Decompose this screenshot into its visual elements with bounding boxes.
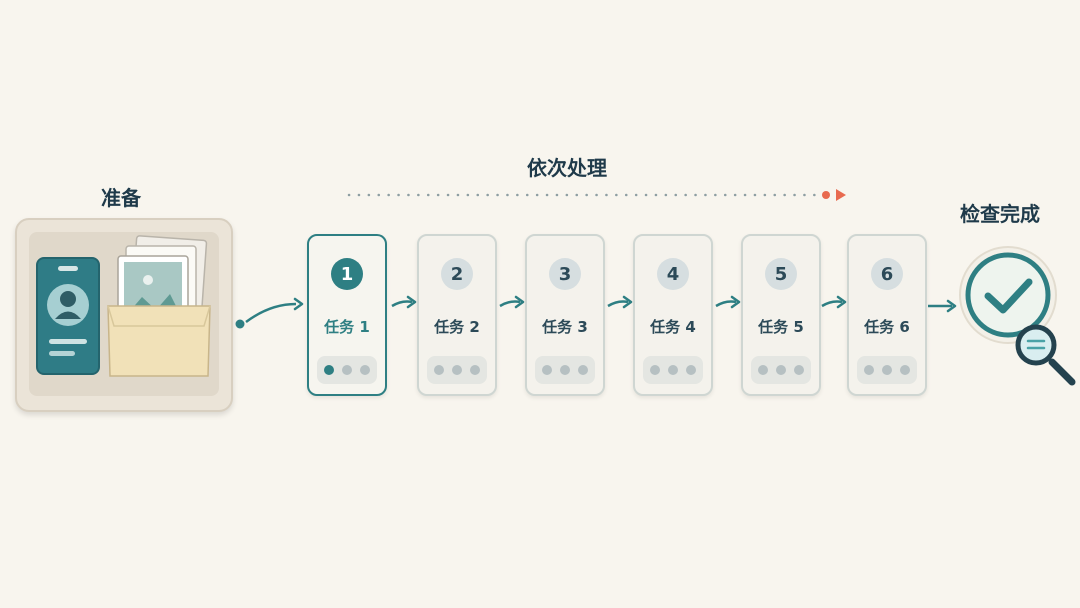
status-dot [324, 365, 334, 375]
task-label-3: 任务 3 [542, 318, 588, 336]
task-number-6: 6 [871, 258, 903, 290]
task-label-4: 任务 4 [650, 318, 696, 336]
status-dot [882, 365, 892, 375]
task-status-dots-3 [535, 356, 595, 384]
task-card-1: 1 任务 1 [307, 234, 387, 396]
arrow-task2-to-task3 [499, 295, 525, 309]
check-label: 检查完成 [960, 202, 1040, 226]
status-dot [434, 365, 444, 375]
task-label-1: 任务 1 [324, 318, 370, 336]
task-card-5: 5 任务 5 [741, 234, 821, 396]
task-status-dots-2 [427, 356, 487, 384]
status-dot [864, 365, 874, 375]
task-number-2: 2 [441, 258, 473, 290]
magnifier-icon [1015, 324, 1076, 386]
task-card-2: 2 任务 2 [417, 234, 497, 396]
task-number-3: 3 [549, 258, 581, 290]
task-status-dots-4 [643, 356, 703, 384]
arrow-task1-to-task2 [391, 295, 417, 309]
status-dot [342, 365, 352, 375]
status-dot [776, 365, 786, 375]
prepare-label: 准备 [101, 186, 141, 210]
task-status-dots-6 [857, 356, 917, 384]
status-dot [452, 365, 462, 375]
task-status-dots-5 [751, 356, 811, 384]
checkmark-circle-icon [959, 246, 1057, 344]
status-dot [686, 365, 696, 375]
task-status-dots-1 [317, 356, 377, 384]
task-label-6: 任务 6 [864, 318, 910, 336]
arrow-task6-to-check [928, 299, 957, 313]
task-label-5: 任务 5 [758, 318, 804, 336]
status-dot [758, 365, 768, 375]
arrow-task3-to-task4 [607, 295, 633, 309]
status-dot [542, 365, 552, 375]
task-card-3: 3 任务 3 [525, 234, 605, 396]
status-dot [578, 365, 588, 375]
task-number-1: 1 [331, 258, 363, 290]
sequence-progress-line [347, 189, 846, 201]
status-dot [360, 365, 370, 375]
folder-with-photos-icon [107, 235, 211, 377]
task-card-6: 6 任务 6 [847, 234, 927, 396]
sequence-label: 依次处理 [527, 156, 607, 180]
status-dot [900, 365, 910, 375]
status-dot [560, 365, 570, 375]
id-card-icon [36, 257, 100, 375]
status-dot [470, 365, 480, 375]
task-number-4: 4 [657, 258, 689, 290]
arrow-prepare-to-task1 [235, 297, 304, 329]
task-card-4: 4 任务 4 [633, 234, 713, 396]
status-dot [650, 365, 660, 375]
arrow-task4-to-task5 [715, 295, 741, 309]
status-dot [668, 365, 678, 375]
arrow-task5-to-task6 [821, 295, 847, 309]
task-label-2: 任务 2 [434, 318, 480, 336]
task-number-5: 5 [765, 258, 797, 290]
status-dot [794, 365, 804, 375]
